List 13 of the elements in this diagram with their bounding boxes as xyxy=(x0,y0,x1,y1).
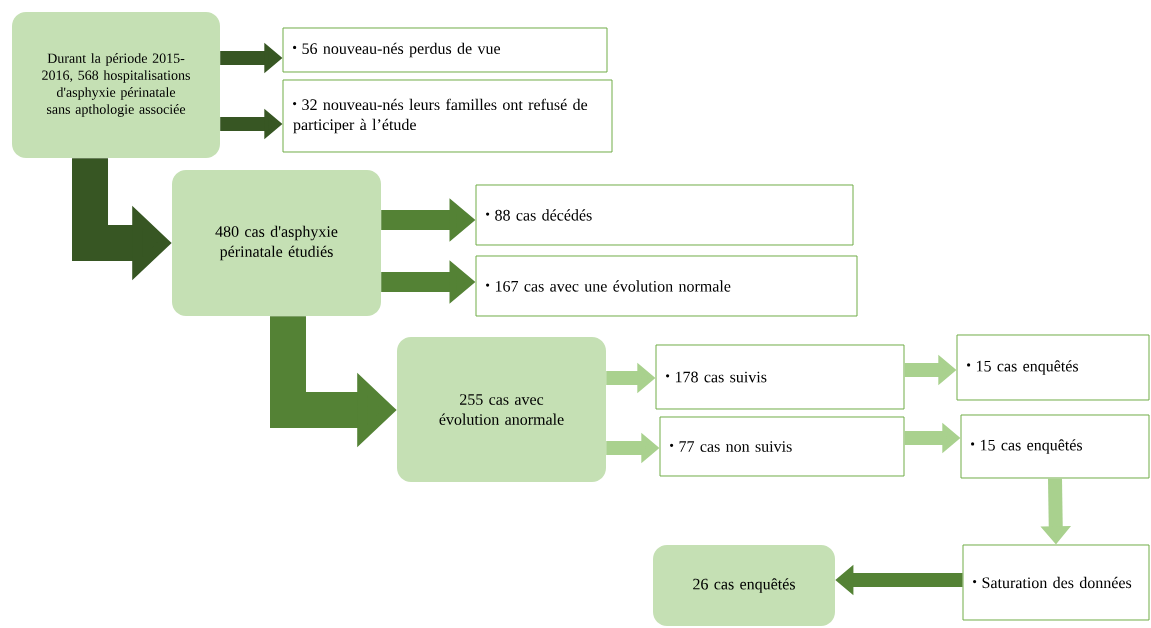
bullet-box: 77 cas non suivis xyxy=(659,416,905,477)
bullet-box: 15 cas enquêtés xyxy=(956,334,1150,401)
rounded-box: 480 cas d'asphyxie périnatale étudiés xyxy=(172,170,381,316)
rounded-box: 26 cas enquêtés xyxy=(653,545,835,626)
bullet-box: 167 cas avec une évolution normale xyxy=(475,255,858,317)
rounded-box: Durant la période 2015-2016, 568 hospitalisations d'asphyxie périnatale sans apthologie associée xyxy=(12,12,220,158)
bullet-box: 178 cas suivis xyxy=(655,344,905,410)
bullet-box: 88 cas décédés xyxy=(475,184,854,246)
bullet-box: 56 nouveau-nés perdus de vue xyxy=(282,27,608,73)
bullet-box: Saturation des données xyxy=(962,544,1150,621)
bullet-box: 32 nouveau-nés leurs familles ont refusé de participer à l’étude xyxy=(282,79,613,153)
rounded-box: 255 cas avec évolution anormale xyxy=(397,337,606,482)
bullet-box: 15 cas enquêtés xyxy=(960,414,1150,479)
